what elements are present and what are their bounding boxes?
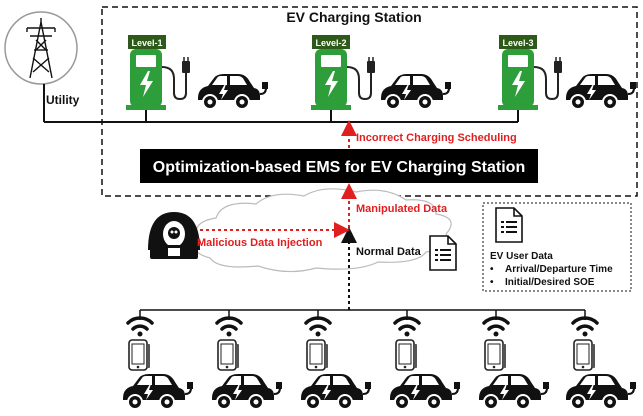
ev-user-data-item: Initial/Desired SOE xyxy=(505,277,595,288)
smartphone-icon xyxy=(573,339,596,371)
ev-car-icon xyxy=(122,373,194,410)
ev-user-6 xyxy=(565,316,637,410)
manipulated-data-label: Manipulated Data xyxy=(356,203,448,215)
ev-car-icon xyxy=(478,373,550,410)
wifi-icon xyxy=(571,316,599,339)
ev-user-data-item: Arrival/Departure Time xyxy=(505,264,613,275)
ev-user-data-title: EV User Data xyxy=(490,251,553,262)
normal-data-label: Normal Data xyxy=(356,246,422,258)
smartphone-icon xyxy=(128,339,151,371)
smartphone-icon xyxy=(484,339,507,371)
ev-user-4 xyxy=(389,316,461,410)
smartphone-icon xyxy=(306,339,329,371)
ev-car-icon xyxy=(211,373,283,410)
ev-user-1 xyxy=(122,316,194,410)
utility-label: Utility xyxy=(46,93,80,107)
ev-car-icon xyxy=(300,373,372,410)
ev-user-2 xyxy=(211,316,283,410)
smartphone-icon xyxy=(395,339,418,371)
ev-car-icon xyxy=(197,73,269,110)
level-tag-2 xyxy=(312,35,350,49)
ems-label: Optimization-based EMS for EV Charging S… xyxy=(153,159,525,176)
charger-icon xyxy=(310,48,376,111)
hacker-icon xyxy=(148,212,200,259)
station-title: EV Charging Station xyxy=(286,9,421,25)
document-icon xyxy=(495,207,523,243)
ev-car-icon xyxy=(380,73,452,110)
level-tag-3 xyxy=(499,35,537,49)
ev-user-data-box xyxy=(482,202,632,292)
level-3-label: Level-3 xyxy=(502,38,533,48)
malicious-injection-label: Malicious Data Injection xyxy=(197,237,323,249)
document-icon xyxy=(429,235,457,271)
ev-car-icon xyxy=(565,373,637,410)
wifi-icon xyxy=(126,316,154,339)
charger-icon xyxy=(125,48,191,111)
level-1-label: Level-1 xyxy=(131,38,162,48)
transmission-tower-icon xyxy=(26,18,56,79)
wifi-icon xyxy=(304,316,332,339)
wifi-icon xyxy=(482,316,510,339)
smartphone-icon xyxy=(217,339,240,371)
wifi-icon xyxy=(393,316,421,339)
ev-car-icon xyxy=(565,73,637,110)
svg-text:•: • xyxy=(490,277,494,288)
charger-icon xyxy=(497,48,563,111)
ems-box xyxy=(140,149,538,183)
utility-node xyxy=(4,11,78,85)
wifi-icon xyxy=(215,316,243,339)
level-tag-1 xyxy=(128,35,166,49)
ev-user-5 xyxy=(478,316,550,410)
level-2-label: Level-2 xyxy=(315,38,346,48)
svg-text:•: • xyxy=(490,264,494,275)
ev-car-icon xyxy=(389,373,461,410)
ev-user-3 xyxy=(300,316,372,410)
incorrect-scheduling-label: Incorrect Charging Scheduling xyxy=(356,132,517,144)
cloud-icon xyxy=(194,188,452,273)
